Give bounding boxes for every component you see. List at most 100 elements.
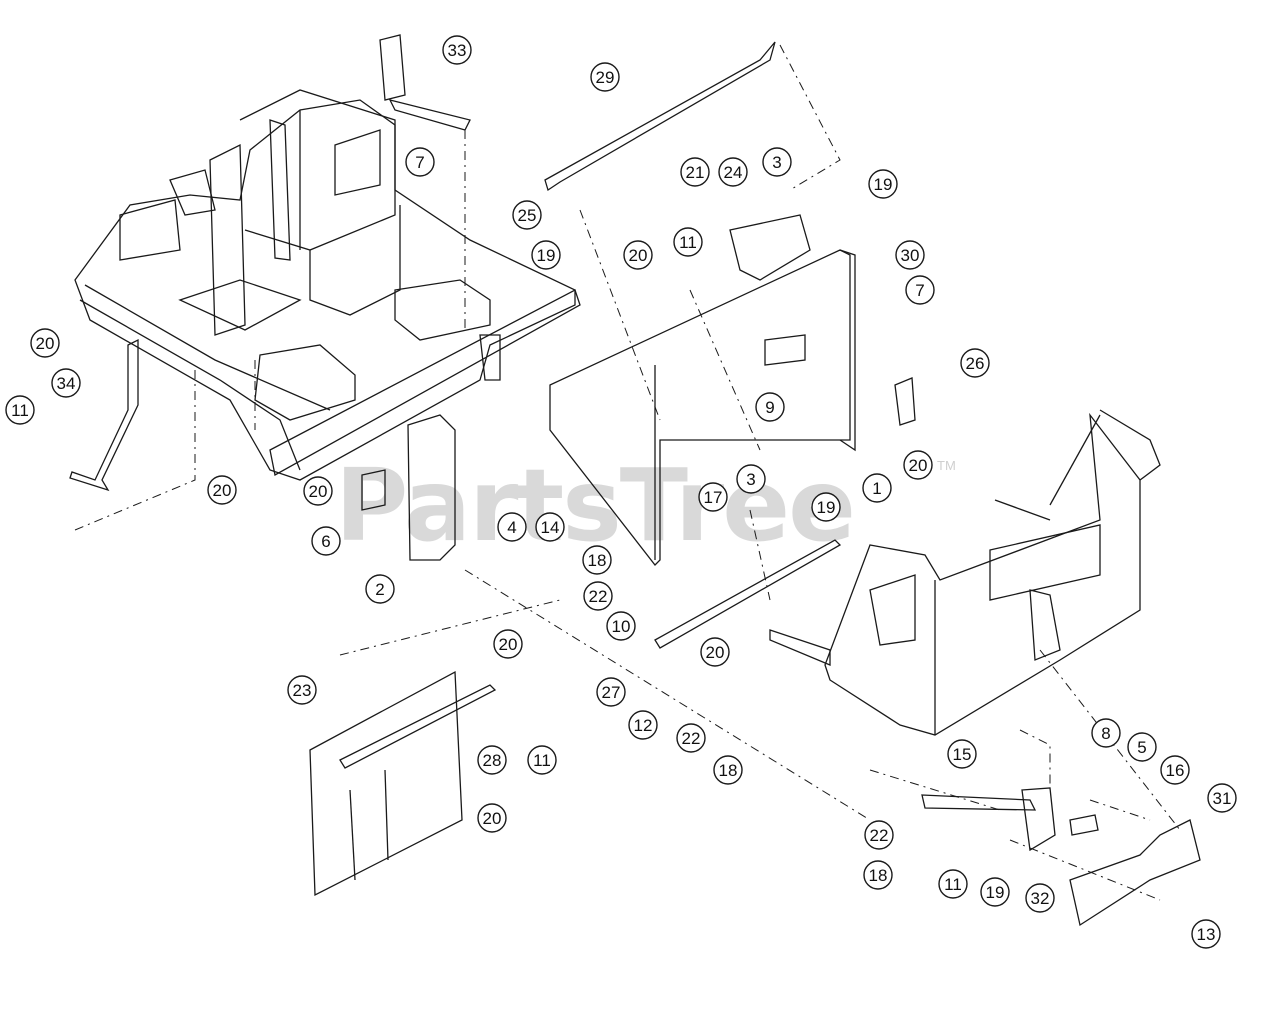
callout-22: 22	[583, 581, 613, 611]
callout-number: 17	[704, 488, 723, 507]
callout-19: 19	[868, 169, 898, 199]
callout-number: 23	[293, 681, 312, 700]
callout-circle	[303, 476, 333, 506]
callout-29: 29	[590, 62, 620, 92]
callout-circle	[596, 677, 626, 707]
callout-number: 31	[1213, 789, 1232, 808]
callout-20: 20	[207, 475, 237, 505]
callout-number: 13	[1197, 925, 1216, 944]
callout-number: 9	[765, 398, 774, 417]
callout-number: 16	[1166, 761, 1185, 780]
callout-number: 20	[909, 456, 928, 475]
callout-circle	[287, 675, 317, 705]
callout-12: 12	[628, 710, 658, 740]
callout-circle	[535, 512, 565, 542]
callout-number: 20	[483, 809, 502, 828]
callout-15: 15	[947, 739, 977, 769]
callout-circle	[713, 755, 743, 785]
callout-number: 20	[629, 246, 648, 265]
callout-9: 9	[755, 392, 785, 422]
callout-circle	[718, 157, 748, 187]
callout-circle	[736, 464, 766, 494]
callout-11: 11	[5, 395, 35, 425]
callout-10: 10	[606, 611, 636, 641]
callout-circle	[477, 803, 507, 833]
callout-number: 26	[966, 354, 985, 373]
callout-30: 30	[895, 240, 925, 270]
callout-number: 22	[589, 587, 608, 606]
callout-number: 19	[986, 883, 1005, 902]
callout-circle	[497, 512, 527, 542]
callout-28: 28	[477, 745, 507, 775]
watermark-text: PartsTree	[335, 447, 854, 564]
callout-circle	[1127, 732, 1157, 762]
callout-number: 24	[724, 163, 743, 182]
callout-number: 5	[1137, 738, 1146, 757]
callout-circle	[947, 739, 977, 769]
side-cover-part	[361, 414, 456, 561]
callout-number: 1	[872, 479, 881, 498]
callout-8: 8	[1091, 718, 1121, 748]
callout-circle	[895, 240, 925, 270]
callout-25: 25	[512, 200, 542, 230]
rear-bracket-part	[894, 377, 916, 426]
callout-31: 31	[1207, 783, 1237, 813]
callout-circle	[960, 348, 990, 378]
callout-circle	[673, 227, 703, 257]
callout-number: 18	[719, 761, 738, 780]
deflector-plate-part	[309, 670, 497, 897]
callout-circle	[30, 328, 60, 358]
callout-7: 7	[405, 147, 435, 177]
main-frame-assembly	[74, 34, 581, 481]
brace-part	[69, 338, 139, 492]
callout-circle	[365, 574, 395, 604]
callout-circle	[531, 240, 561, 270]
callout-number: 19	[537, 246, 556, 265]
callout-number: 34	[57, 374, 76, 393]
callout-number: 3	[746, 470, 755, 489]
callout-circle	[862, 473, 892, 503]
callout-number: 21	[686, 163, 705, 182]
callout-number: 18	[588, 551, 607, 570]
callout-20: 20	[303, 476, 333, 506]
callout-number: 32	[1031, 889, 1050, 908]
callout-3: 3	[762, 147, 792, 177]
callout-18: 18	[863, 860, 893, 890]
leader-lines	[74, 44, 1181, 901]
callout-number: 12	[634, 716, 653, 735]
callout-32: 32	[1025, 883, 1055, 913]
callout-number: 20	[213, 481, 232, 500]
callout-26: 26	[960, 348, 990, 378]
callout-number: 29	[596, 68, 615, 87]
callout-11: 11	[527, 745, 557, 775]
callout-number: 22	[682, 729, 701, 748]
callout-circle	[863, 860, 893, 890]
top-rail-part	[544, 41, 776, 192]
callout-circle	[700, 637, 730, 667]
callout-circle	[903, 450, 933, 480]
rear-body-assembly	[769, 409, 1161, 736]
dash-panel-part	[549, 214, 856, 566]
callout-3: 3	[736, 464, 766, 494]
callout-circle	[51, 368, 81, 398]
callout-circle	[606, 611, 636, 641]
callout-circle	[698, 482, 728, 512]
callout-19: 19	[980, 877, 1010, 907]
callout-number: 11	[944, 875, 962, 894]
callout-circle	[493, 629, 523, 659]
callout-circle	[762, 147, 792, 177]
callout-circle	[864, 820, 894, 850]
callout-33: 33	[442, 35, 472, 65]
callout-24: 24	[718, 157, 748, 187]
callout-16: 16	[1160, 755, 1190, 785]
callout-circle	[477, 745, 507, 775]
callout-number: 4	[507, 518, 516, 537]
callout-4: 4	[497, 512, 527, 542]
callout-circle	[980, 877, 1010, 907]
callout-number: 33	[448, 41, 467, 60]
callout-circle	[207, 475, 237, 505]
callout-number: 25	[518, 206, 537, 225]
callout-27: 27	[596, 677, 626, 707]
callout-circle	[905, 275, 935, 305]
callout-number: 6	[321, 532, 330, 551]
